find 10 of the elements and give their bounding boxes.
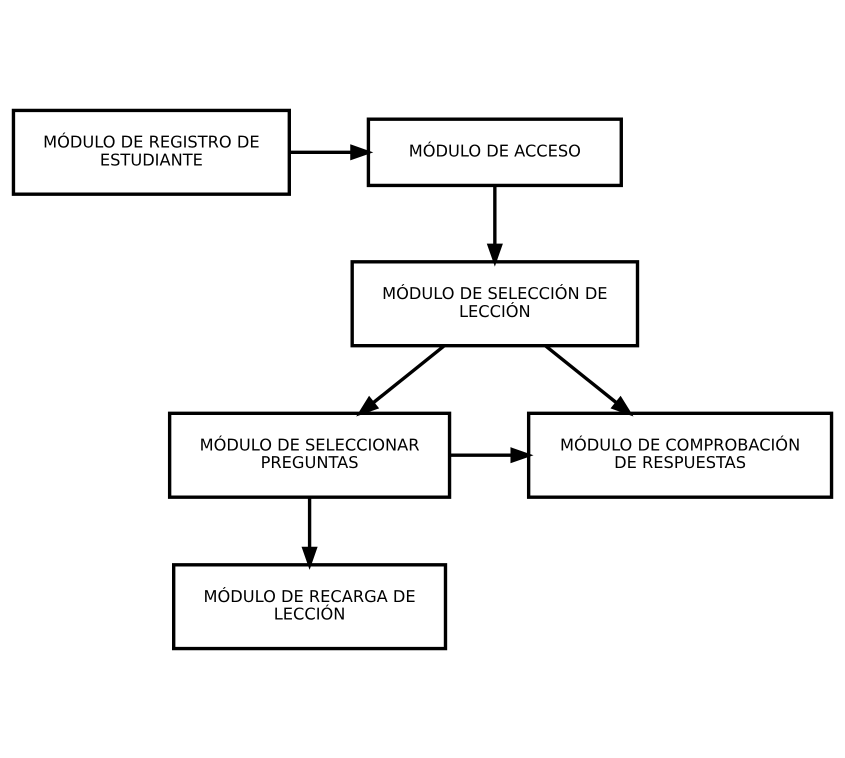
node-box: MÓDULO DE RECARGA DE LECCIÓN — [172, 562, 448, 650]
arrow — [302, 496, 318, 570]
arrow — [486, 185, 503, 266]
node-box: MÓDULO DE COMPROBACIÓN DE RESPUESTAS — [526, 411, 834, 498]
node-box: MÓDULO DE SELECCIÓN DE LECCIÓN — [350, 260, 640, 347]
node-box: MÓDULO DE ACCESO — [366, 117, 623, 187]
arrow — [290, 144, 374, 160]
node-box: MÓDULO DE SELECCIONAR PREGUNTAS — [168, 411, 452, 498]
arrow — [450, 446, 534, 463]
node-box: MÓDULO DE REGISTRO DE ESTUDIANTE — [12, 108, 291, 196]
